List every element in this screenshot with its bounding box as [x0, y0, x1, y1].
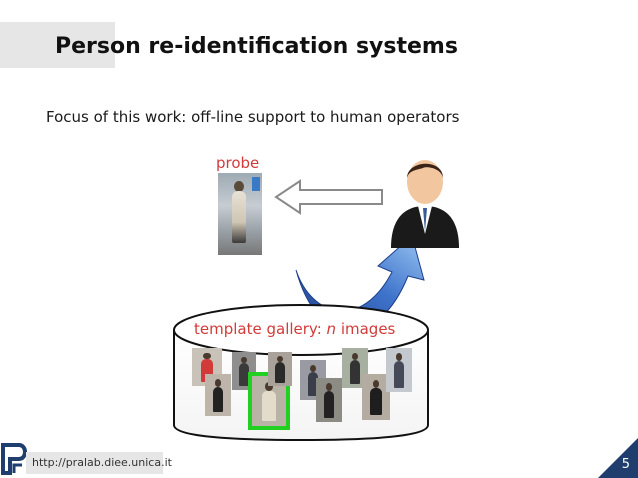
probe-label: probe: [216, 154, 260, 172]
gallery-label-n: n: [326, 320, 337, 338]
gallery-image: [316, 378, 342, 422]
gallery-image: [268, 352, 292, 386]
footer-url[interactable]: http://pralab.diee.unica.it: [26, 452, 172, 474]
slide-title: Person re-identification systems: [55, 34, 458, 59]
gallery-label-suffix: images: [336, 320, 396, 338]
probe-person-body: [232, 191, 246, 243]
probe-image: [218, 173, 262, 255]
curved-arrow-icon: [295, 235, 425, 332]
gallery-image: [205, 374, 231, 416]
page-corner-decoration: [598, 438, 638, 478]
gallery-image: [362, 374, 390, 420]
gallery-image: [386, 348, 412, 392]
probe-background-sign: [252, 177, 260, 191]
businessman-icon: [391, 160, 459, 248]
gallery-label: template gallery: n images: [194, 320, 395, 338]
page-number: 5: [621, 457, 630, 472]
slide-subtitle: Focus of this work: off-line support to …: [46, 108, 460, 126]
pralab-logo-icon: [0, 441, 30, 475]
probe-person-head: [234, 181, 244, 192]
title-accent-block: [0, 22, 115, 68]
gallery-label-prefix: template gallery:: [194, 320, 327, 338]
hollow-left-arrow-icon: [274, 179, 383, 215]
